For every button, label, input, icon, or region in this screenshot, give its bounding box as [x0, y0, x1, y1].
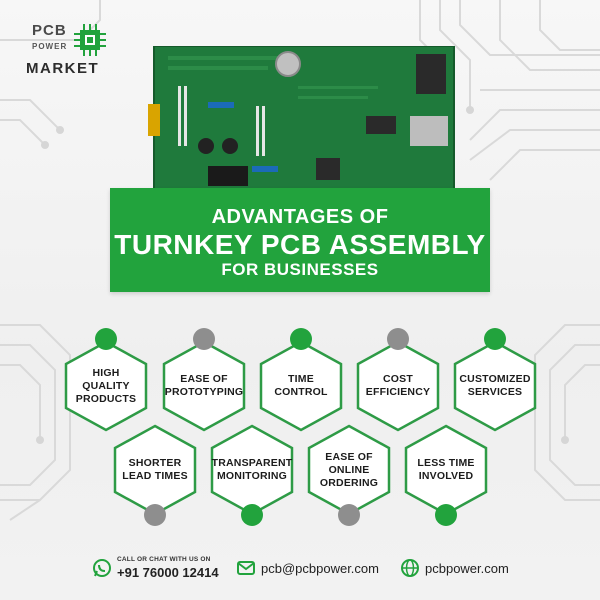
email-icon	[237, 561, 255, 575]
advantage-label: LESS TIME INVOLVED	[417, 457, 475, 482]
status-dot	[290, 328, 312, 350]
advantage-label: TRANSPARENT MONITORING	[211, 457, 293, 482]
title-line-3: FOR BUSINESSES	[221, 260, 379, 279]
brand-logo: PCB POWER MARKET	[26, 20, 136, 82]
advantage-label: CUSTOMIZED SERVICES	[459, 373, 531, 398]
status-dot	[241, 504, 263, 526]
title-line-2: TURNKEY PCB ASSEMBLY	[114, 229, 486, 260]
advantage-label: EASE OF ONLINE ORDERING	[319, 450, 379, 489]
advantage-hex: EASE OF PROTOTYPING	[162, 328, 246, 432]
status-dot	[144, 504, 166, 526]
email-address[interactable]: pcb@pcbpower.com	[261, 560, 379, 576]
advantage-hex: COST EFFICIENCY	[356, 328, 440, 432]
advantage-label: EASE OF PROTOTYPING	[164, 373, 244, 398]
chip-icon	[74, 24, 106, 56]
pcb-board-image	[148, 46, 455, 196]
advantage-hex: TRANSPARENT MONITORING	[210, 424, 294, 526]
hexagon-shape	[453, 340, 537, 432]
advantage-hex: EASE OF ONLINE ORDERING	[307, 424, 391, 526]
advantage-hex: CUSTOMIZED SERVICES	[453, 328, 537, 432]
status-dot	[484, 328, 506, 350]
title-line-1: ADVANTAGES OF	[211, 206, 389, 228]
contact-footer: CALL OR CHAT WITH US ON +91 76000 12414 …	[0, 548, 600, 588]
status-dot	[193, 328, 215, 350]
advantage-hex: SHORTER LEAD TIMES	[113, 424, 197, 526]
call-label: CALL OR CHAT WITH US ON	[117, 555, 211, 563]
status-dot	[338, 504, 360, 526]
website-contact[interactable]: pcbpower.com	[400, 548, 509, 588]
brand-line-1: PCB	[32, 22, 67, 39]
phone-contact[interactable]: CALL OR CHAT WITH US ON +91 76000 12414	[92, 548, 219, 588]
status-dot	[435, 504, 457, 526]
hexagon-shape	[162, 340, 246, 432]
whatsapp-icon	[93, 559, 111, 577]
email-contact[interactable]: pcb@pcbpower.com	[236, 548, 379, 588]
brand-line-2: POWER	[32, 42, 68, 51]
advantage-label: HIGH QUALITY PRODUCTS	[75, 366, 137, 405]
hexagon-shape	[259, 340, 343, 432]
advantage-label: SHORTER LEAD TIMES	[122, 457, 188, 482]
advantage-hex: LESS TIME INVOLVED	[404, 424, 488, 526]
status-dot	[95, 328, 117, 350]
advantage-hex: TIME CONTROL	[259, 328, 343, 432]
hexagon-shape	[64, 340, 148, 432]
advantage-label: COST EFFICIENCY	[365, 373, 431, 398]
website-url[interactable]: pcbpower.com	[425, 560, 509, 576]
status-dot	[387, 328, 409, 350]
globe-icon	[401, 559, 419, 577]
title-banner: ADVANTAGES OF TURNKEY PCB ASSEMBLY FOR B…	[110, 188, 490, 292]
advantage-hex: HIGH QUALITY PRODUCTS	[64, 328, 148, 432]
advantage-label: TIME CONTROL	[274, 373, 328, 398]
brand-line-3: MARKET	[26, 60, 100, 77]
hexagon-shape	[356, 340, 440, 432]
phone-number[interactable]: +91 76000 12414	[117, 565, 219, 581]
